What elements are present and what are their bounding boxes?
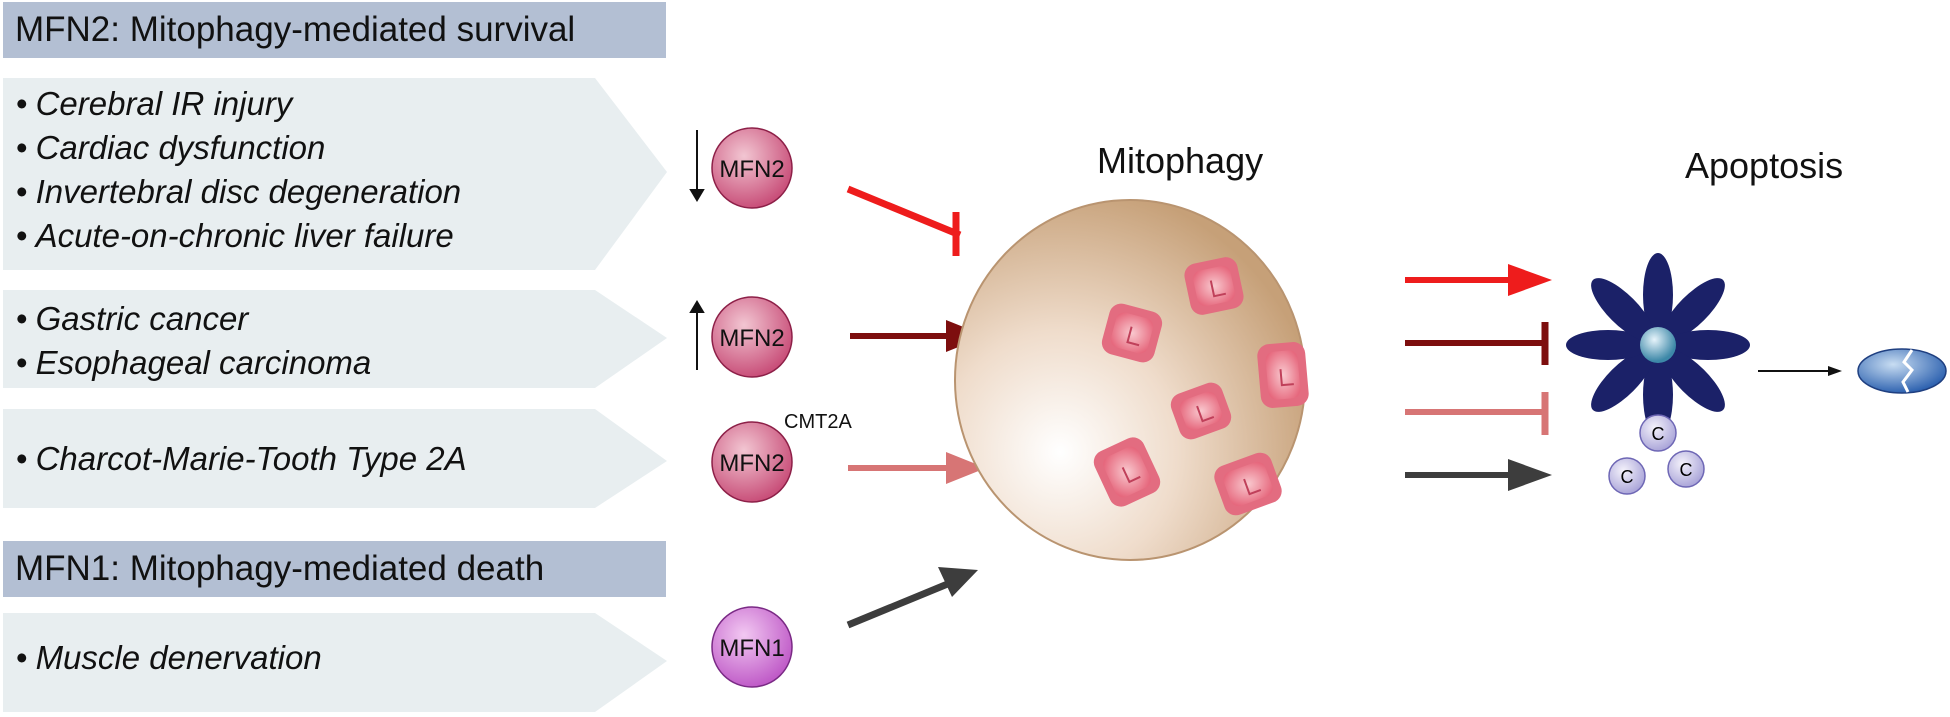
up-regulation-arrow <box>689 300 705 370</box>
disease-list-3: •Charcot-Marie-Tooth Type 2A <box>16 437 467 481</box>
cytochrome-c-group: C C C <box>1608 414 1705 495</box>
mfn2-label-2: MFN2 <box>719 325 784 352</box>
disease-list-1: •Cerebral IR injury •Cardiac dysfunction… <box>16 82 461 258</box>
disease-item: •Cerebral IR injury <box>16 85 293 122</box>
inhibit-line-red <box>846 185 962 256</box>
mfn2-label-1: MFN2 <box>719 156 784 183</box>
disease-item: •Charcot-Marie-Tooth Type 2A <box>16 440 467 477</box>
cmt2a-superscript: CMT2A <box>784 411 852 433</box>
output-inhibit-pink <box>1405 392 1549 435</box>
cytochrome-label-1: C <box>1652 424 1665 444</box>
mitophagy-label: Mitophagy <box>1097 140 1264 181</box>
disease-panel-4 <box>3 613 667 712</box>
mfn2-circle-3 <box>711 421 793 503</box>
apoptotic-cell-icon <box>1857 348 1947 394</box>
output-inhibit-darkred <box>1405 322 1549 365</box>
mfn1-label: MFN1 <box>719 635 784 662</box>
mfn1-circle <box>711 606 793 688</box>
output-promote-red <box>1405 264 1552 296</box>
mitochondria-group <box>1093 257 1309 516</box>
disease-list-4: •Muscle denervation <box>16 636 322 680</box>
header-mitophagy-death: MFN1: Mitophagy-mediated death <box>3 541 666 597</box>
mfn2-circle-1 <box>711 127 793 209</box>
header-mitophagy-survival: MFN2: Mitophagy-mediated survival <box>3 2 666 58</box>
disease-panel-2 <box>3 290 667 388</box>
disease-item: •Cardiac dysfunction <box>16 129 326 166</box>
apoptosis-label: Apoptosis <box>1685 145 1844 186</box>
mfn2-label-3: MFN2 <box>719 450 784 477</box>
disease-panel-3 <box>3 409 667 508</box>
promote-arrow-pink <box>848 452 986 484</box>
disease-item: •Gastric cancer <box>16 300 249 337</box>
apoptosis-arrow <box>1758 366 1842 376</box>
disease-item: •Invertebral disc degeneration <box>16 173 462 210</box>
output-promote-gray <box>1405 459 1552 491</box>
disease-list-2: •Gastric cancer •Esophageal carcinoma <box>16 297 371 385</box>
disease-panel-1 <box>3 78 667 270</box>
cytochrome-label-2: C <box>1621 467 1634 487</box>
promote-arrow-gray <box>846 567 978 629</box>
apoptosome-icon <box>1566 253 1750 437</box>
down-regulation-arrow <box>689 130 705 202</box>
disease-item: •Muscle denervation <box>16 639 322 676</box>
disease-item: •Acute-on-chronic liver failure <box>16 217 454 254</box>
cytochrome-label-3: C <box>1680 460 1693 480</box>
mfn2-circle-2 <box>711 296 793 378</box>
disease-item: •Esophageal carcinoma <box>16 344 372 381</box>
